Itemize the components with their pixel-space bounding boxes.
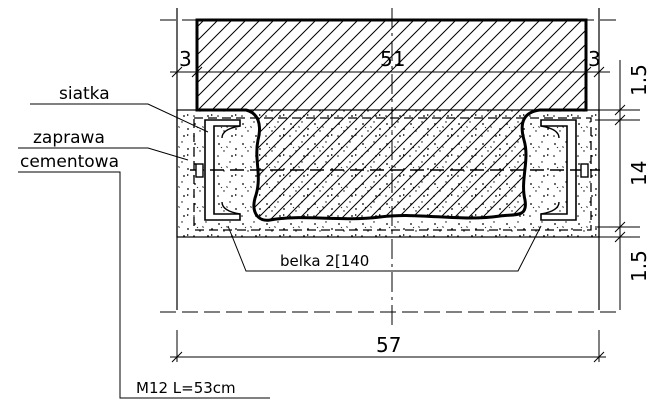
- dim-left-gap: 3: [179, 47, 192, 71]
- dim-bottom-layer: 1.5: [627, 250, 649, 282]
- channel-right: [540, 119, 577, 221]
- top-dimension-line: [170, 66, 610, 78]
- label-mortar-line1: zaprawa: [33, 128, 105, 148]
- leader-lines: [18, 103, 542, 399]
- label-mesh: siatka: [59, 84, 110, 104]
- dim-total-width: 57: [376, 333, 401, 357]
- bolt-m12: [190, 163, 600, 178]
- dim-top-layer: 1.5: [627, 64, 649, 96]
- right-dimension-line: [595, 60, 640, 310]
- label-bolt: M12 L=53cm: [136, 379, 236, 397]
- channel-left: [204, 119, 241, 221]
- bottom-dimension-line: [170, 330, 606, 363]
- construction-lines: [160, 8, 620, 330]
- dim-right-gap: 3: [588, 47, 601, 71]
- dim-wall-width: 51: [380, 47, 405, 71]
- label-beam: belka 2[140: [280, 252, 369, 270]
- dim-beam-height: 14: [627, 161, 649, 186]
- label-mortar-line2: cementowa: [20, 152, 119, 172]
